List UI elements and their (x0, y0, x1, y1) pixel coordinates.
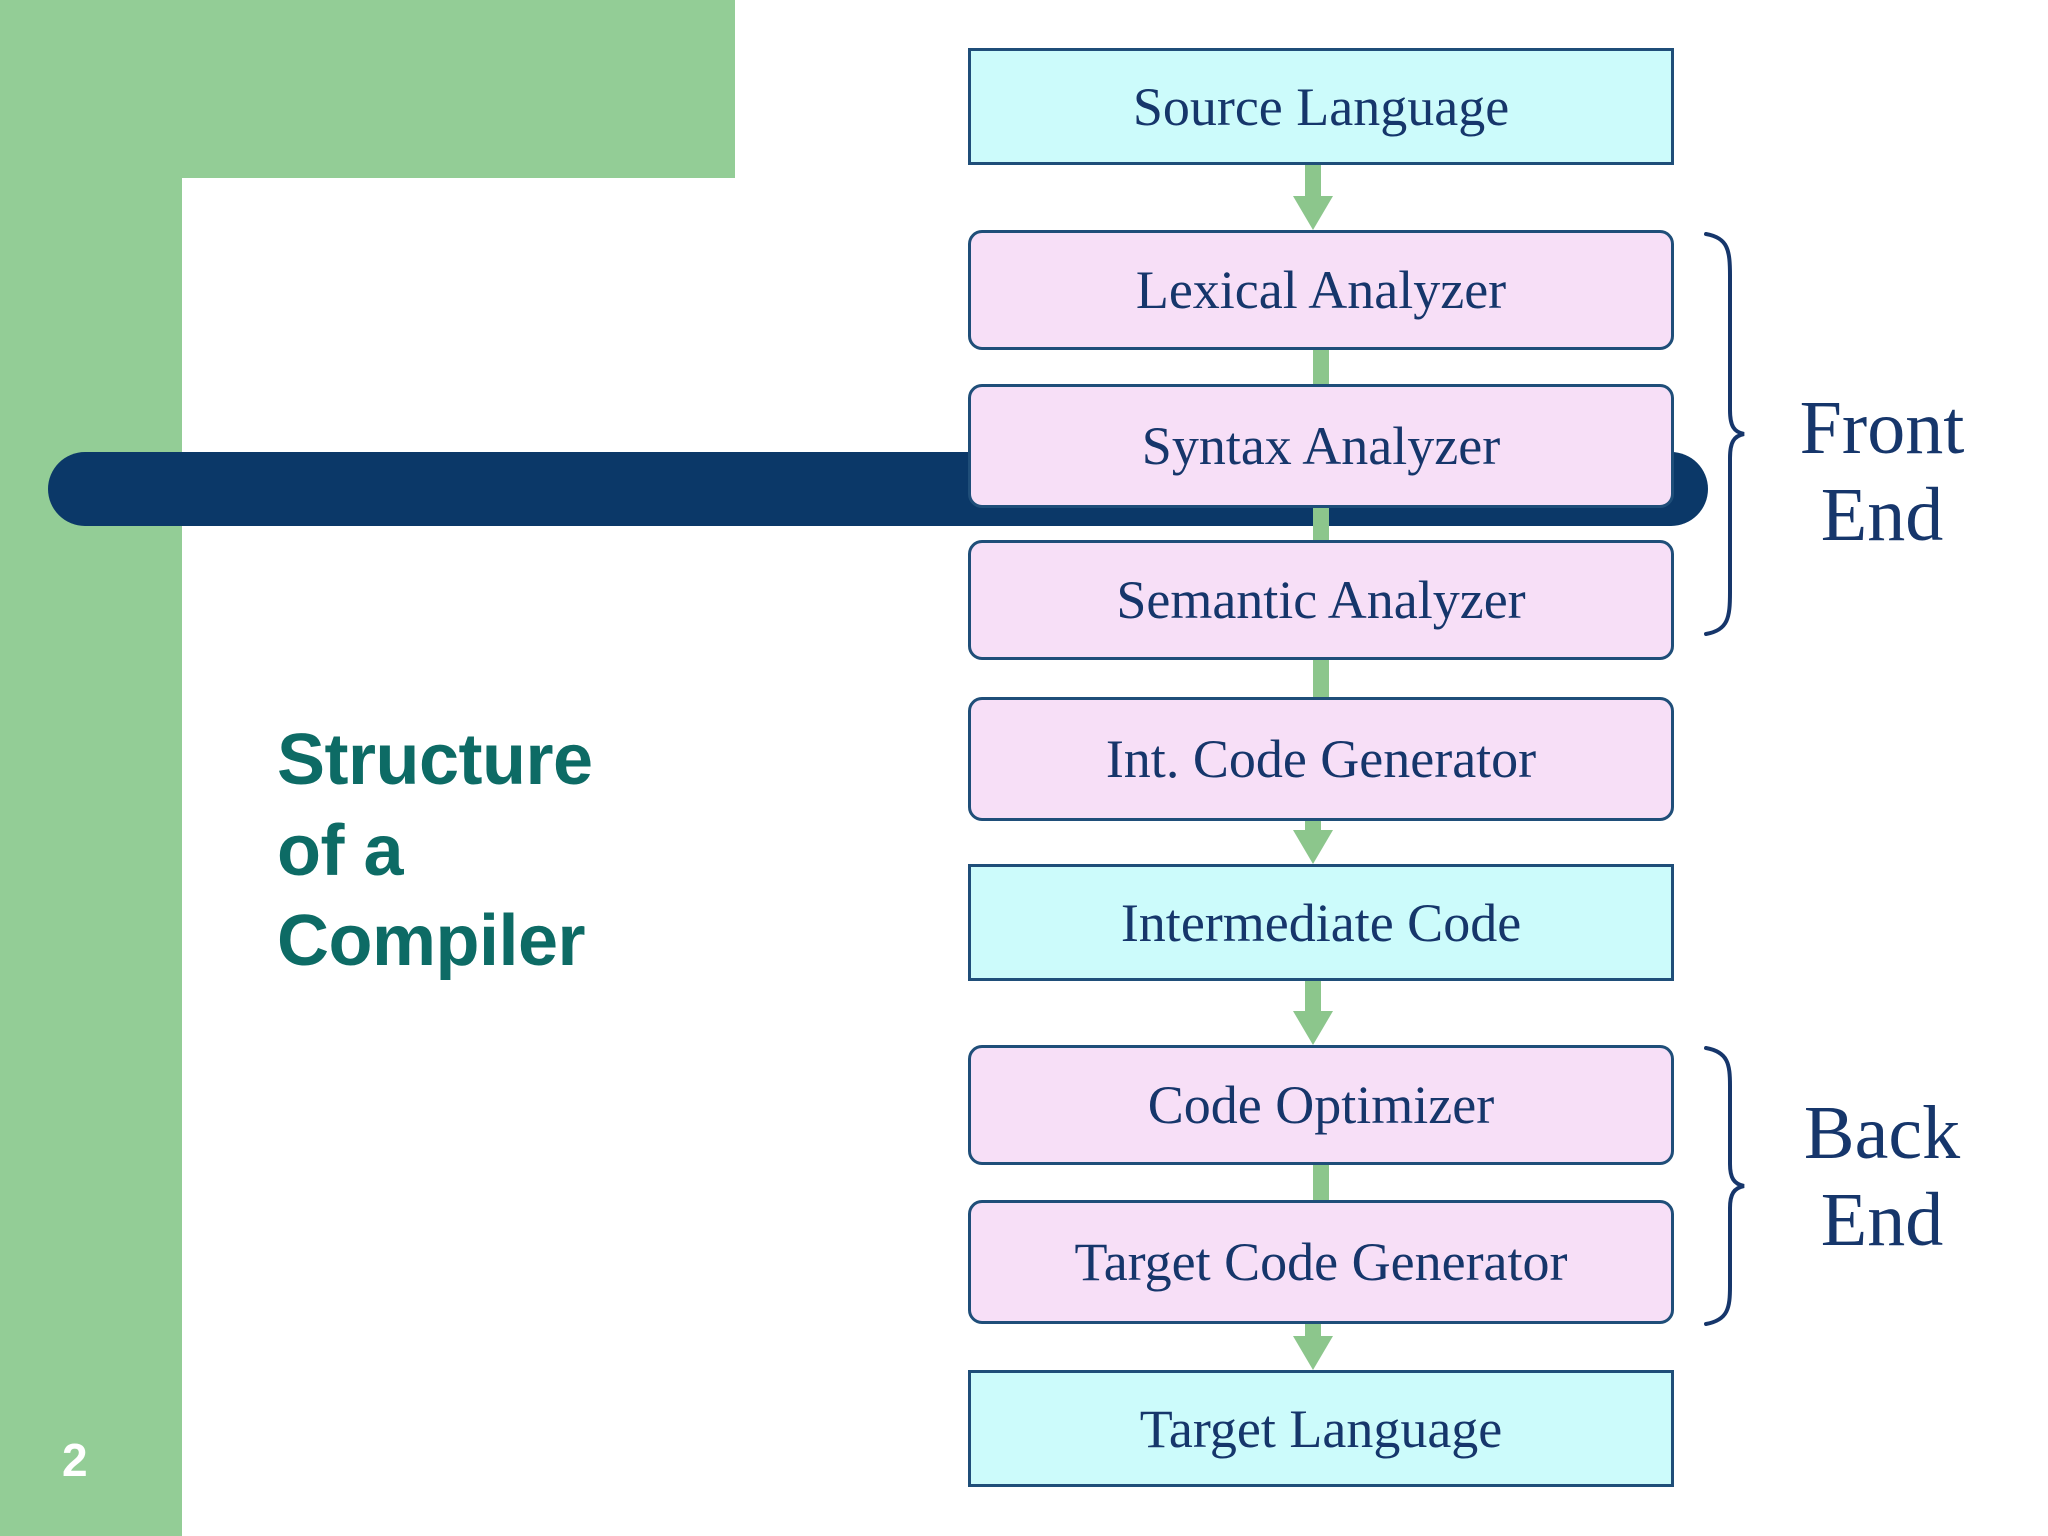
back-end-brace-icon (1700, 1046, 1746, 1326)
flow-node-target-language[interactable]: Target Language (968, 1370, 1674, 1487)
group-label-front-end-line-2: End (1820, 472, 1944, 557)
flow-node-source-language[interactable]: Source Language (968, 48, 1674, 165)
flow-arrow-targen-to-target (1293, 1324, 1333, 1370)
flow-node-code-optimizer[interactable]: Code Optimizer (968, 1045, 1674, 1165)
group-label-front-end-line-1: Front (1799, 386, 1965, 470)
arrow-stem (1305, 981, 1321, 1011)
page-number: 2 (62, 1434, 88, 1486)
group-label-back-end: Back End (1752, 1090, 2012, 1263)
flow-connector-lexical-to-syntax (1313, 350, 1329, 384)
flow-arrow-intcode-to-optimizer (1293, 981, 1333, 1045)
group-label-front-end: Front End (1752, 385, 2012, 558)
flow-arrow-source-to-lexical (1293, 165, 1333, 230)
group-label-back-end-line-1: Back (1803, 1091, 1961, 1175)
flow-node-target-code-generator[interactable]: Target Code Generator (968, 1200, 1674, 1324)
arrow-stem (1305, 1324, 1321, 1336)
arrow-head-icon (1293, 196, 1333, 230)
arrow-head-icon (1293, 1336, 1333, 1370)
flow-node-syntax-analyzer[interactable]: Syntax Analyzer (968, 384, 1674, 508)
page-title-line-1: Structure (277, 720, 593, 800)
group-label-back-end-line-2: End (1820, 1177, 1944, 1262)
flow-connector-optimizer-to-targen (1313, 1165, 1329, 1200)
arrow-stem (1305, 165, 1321, 196)
page-title-line-2: of a (277, 810, 404, 891)
page-title-line-3: Compiler (277, 901, 586, 982)
flow-arrow-intgen-to-intcode (1293, 821, 1333, 864)
flow-node-semantic-analyzer[interactable]: Semantic Analyzer (968, 540, 1674, 660)
flow-node-intermediate-code[interactable]: Intermediate Code (968, 864, 1674, 981)
flow-connector-semantic-to-intgen (1313, 660, 1329, 697)
flow-node-lexical-analyzer[interactable]: Lexical Analyzer (968, 230, 1674, 350)
flow-connector-syntax-to-semantic (1313, 508, 1329, 540)
green-side-strip (0, 0, 182, 1536)
arrow-head-icon (1293, 830, 1333, 864)
flow-node-int-code-generator[interactable]: Int. Code Generator (968, 697, 1674, 821)
front-end-brace-icon (1700, 232, 1746, 636)
arrow-head-icon (1293, 1011, 1333, 1045)
page-title: Structure of a Compiler (277, 715, 837, 987)
arrow-stem (1305, 821, 1321, 830)
